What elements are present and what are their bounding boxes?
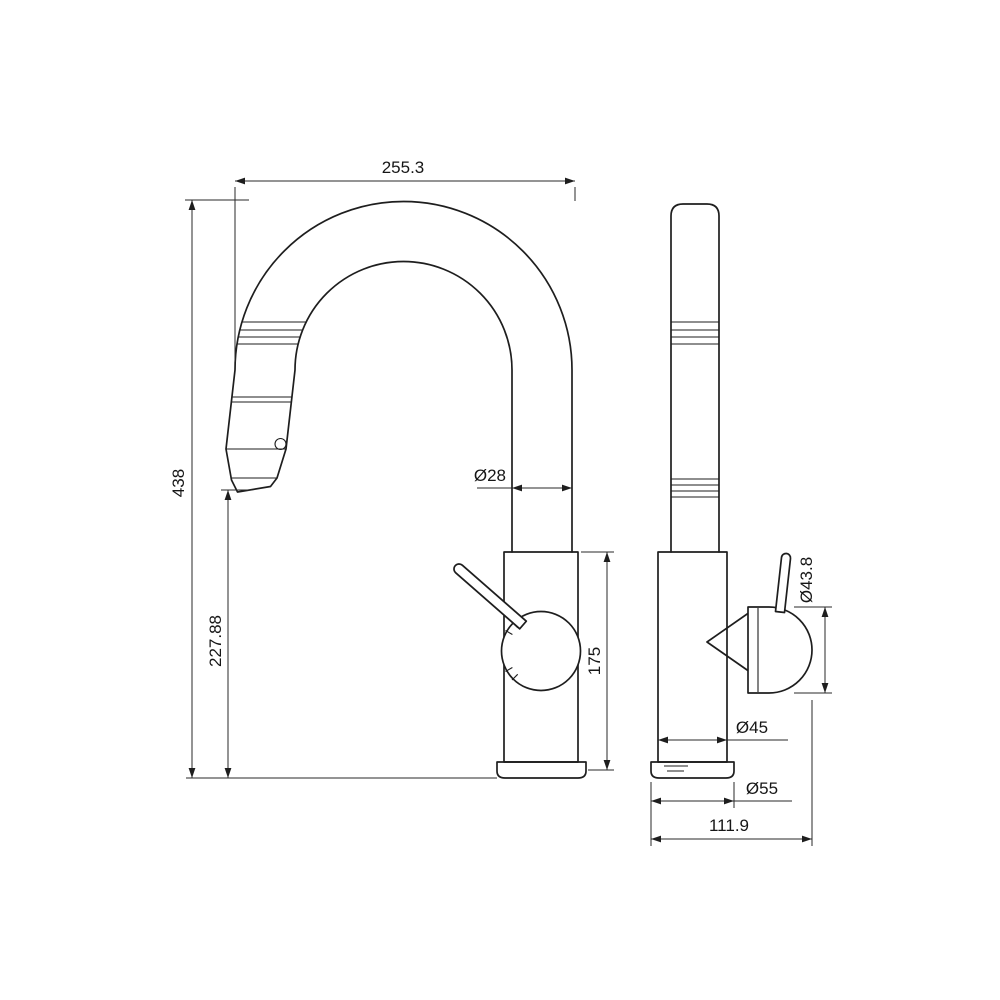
- hub-tick: [505, 630, 513, 635]
- spout-outline: [225, 200, 573, 553]
- handle-lever-front: [453, 563, 528, 630]
- dim-outlet-height: 227.88: [206, 489, 252, 778]
- dim-label-body-height: 175: [585, 647, 604, 675]
- faucet-base-front: [496, 761, 587, 779]
- dim-body-diameter: Ø45: [658, 718, 788, 744]
- handle-cone-fold: [706, 611, 751, 673]
- dim-overall-depth: 111.9: [651, 700, 813, 846]
- dim-label-spout-reach: 255.3: [382, 158, 425, 177]
- faucet-body-side: [657, 551, 728, 763]
- dim-label-body-diameter: Ø45: [736, 718, 768, 737]
- dim-label-overall-height: 438: [169, 469, 188, 497]
- dim-base-diameter: Ø55: [650, 779, 792, 846]
- dim-label-spout-tube-diameter: Ø28: [474, 466, 506, 485]
- handle-hub-circle: [500, 610, 582, 692]
- dim-label-outlet-height: 227.88: [206, 615, 225, 667]
- dim-body-height: 175: [581, 551, 614, 771]
- dim-label-handle-diameter: Ø43.8: [797, 557, 816, 603]
- riser-pipe-outline: [670, 203, 720, 553]
- base-outlet-mark: [664, 765, 688, 772]
- hub-tick: [505, 667, 513, 672]
- hub-tick: [511, 673, 519, 681]
- faucet-base-side: [650, 761, 735, 779]
- front-view: 255.3 438 227.88 Ø28 175: [169, 158, 614, 779]
- spray-head-bands: [226, 321, 307, 479]
- dim-spout-tube-diameter: Ø28: [474, 466, 572, 492]
- riser-pipe-bands: [671, 321, 719, 498]
- dim-handle-diameter: Ø43.8: [794, 557, 832, 694]
- dim-overall-height: 438: [169, 199, 497, 779]
- dim-label-overall-depth: 111.9: [709, 816, 749, 835]
- dim-label-base-diameter: Ø55: [746, 779, 778, 798]
- spray-button: [274, 437, 287, 451]
- side-view: Ø43.8 Ø45 Ø55 111.9: [650, 203, 832, 846]
- dim-spout-reach: 255.3: [234, 158, 576, 362]
- handle-lever-side: [774, 552, 792, 614]
